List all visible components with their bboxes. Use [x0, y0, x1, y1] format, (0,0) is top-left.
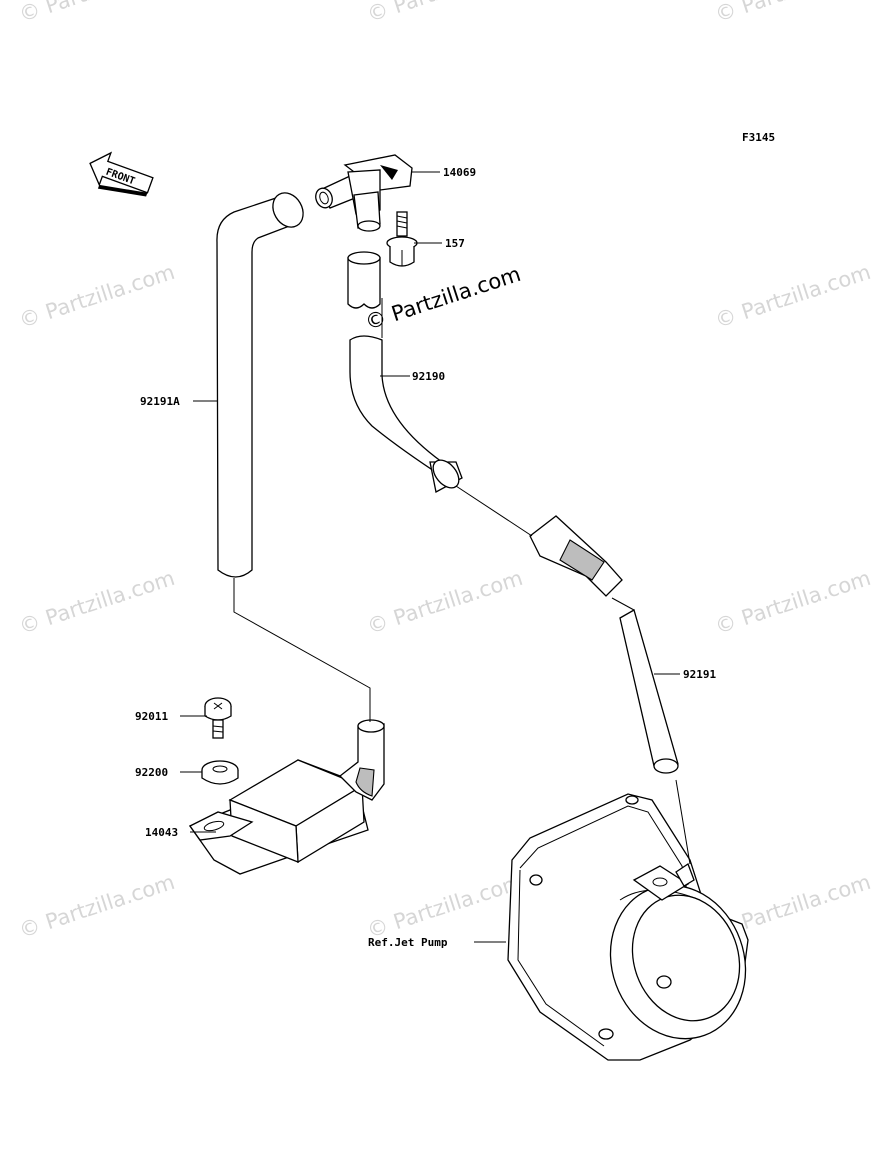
part-labels: 14069 157 92190 92191A 92191 92011 92200… — [135, 166, 716, 949]
watermark: © Partzilla.com — [16, 870, 178, 943]
watermark: © Partzilla.com — [712, 0, 874, 27]
watermark: © Partzilla.com — [364, 0, 526, 27]
part-157-bolt — [386, 211, 418, 267]
label-92011: 92011 — [135, 710, 168, 723]
part-14069-fitting — [315, 154, 413, 232]
part-92190-hose — [349, 335, 463, 493]
connection-lines — [233, 298, 691, 865]
watermark: © Partzilla.com — [712, 566, 874, 639]
label-92191A: 92191A — [140, 395, 180, 408]
part-92200-washer — [201, 760, 239, 785]
label-92200: 92200 — [135, 766, 168, 779]
watermark: © Partzilla.com — [362, 262, 524, 335]
watermark: © Partzilla.com — [16, 566, 178, 639]
label-157: 157 — [445, 237, 465, 250]
part-14043-box — [188, 719, 385, 875]
watermark: © Partzilla.com — [16, 0, 178, 27]
watermark: © Partzilla.com — [364, 566, 526, 639]
connector-hose — [529, 515, 623, 597]
label-ref-jet-pump: Ref.Jet Pump — [368, 936, 448, 949]
front-arrow-icon: FRONT — [89, 151, 154, 197]
jet-pump — [507, 793, 749, 1061]
watermark: © Partzilla.com — [364, 870, 526, 943]
label-14043: 14043 — [145, 826, 178, 839]
short-hose-piece — [347, 251, 381, 309]
part-92011-screw — [204, 697, 232, 739]
part-92191A-hose — [216, 192, 304, 578]
watermark: © Partzilla.com — [712, 260, 874, 333]
watermark: © Partzilla.com — [16, 260, 178, 333]
diagram-code: F3145 — [742, 131, 775, 144]
part-92191-hose — [619, 609, 679, 774]
leader-lines — [180, 171, 680, 943]
label-92190: 92190 — [412, 370, 445, 383]
label-14069: 14069 — [443, 166, 476, 179]
label-92191: 92191 — [683, 668, 716, 681]
